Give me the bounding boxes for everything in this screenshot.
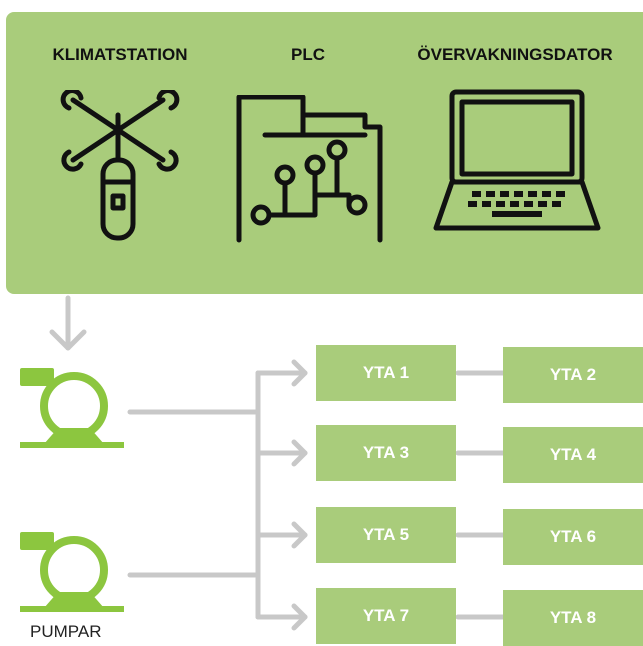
weather-station-icon [60, 90, 180, 241]
laptop-icon [433, 89, 601, 231]
zone-yta-2: YTA 2 [503, 347, 643, 403]
plc-icon [236, 95, 383, 243]
zone-yta-4: YTA 4 [503, 427, 643, 483]
pump-icon [20, 532, 124, 612]
zone-yta-3: YTA 3 [316, 425, 456, 481]
zone-yta-8: YTA 8 [503, 590, 643, 646]
zone-yta-1: YTA 1 [316, 345, 456, 401]
zone-yta-7: YTA 7 [316, 588, 456, 644]
pump-icon [20, 368, 124, 448]
device-label-klimatstation: KLIMATSTATION [52, 45, 188, 64]
zone-yta-6: YTA 6 [503, 509, 643, 565]
control-panel [6, 12, 643, 294]
pumps-label: PUMPAR [30, 622, 102, 641]
device-label-overvakningsdator: ÖVERVAKNINGSDATOR [417, 45, 613, 64]
device-label-plc: PLC [291, 45, 325, 64]
zone-yta-5: YTA 5 [316, 507, 456, 563]
